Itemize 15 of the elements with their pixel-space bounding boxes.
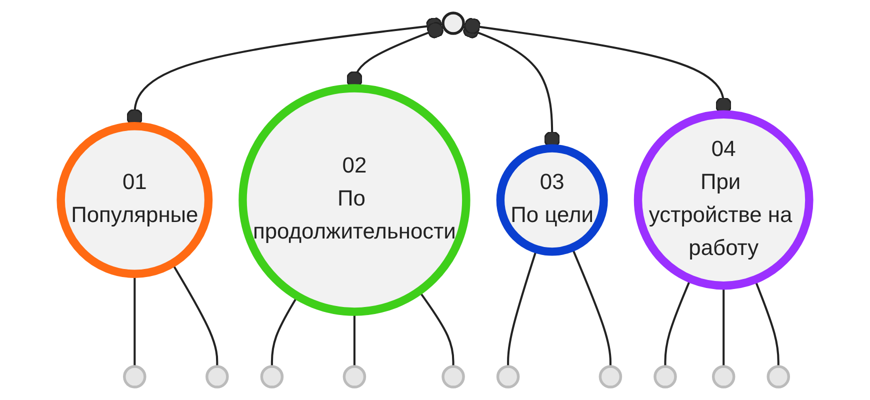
node-circle bbox=[442, 365, 465, 388]
node-circle bbox=[712, 365, 736, 388]
node-circle bbox=[260, 365, 284, 388]
node-circle bbox=[766, 365, 790, 388]
node-circle bbox=[496, 365, 520, 388]
node-circle bbox=[123, 365, 146, 388]
node-circle: 03 По цели bbox=[496, 144, 608, 256]
node-circle: 02 По продолжительности bbox=[238, 84, 470, 316]
node-circle bbox=[442, 12, 465, 35]
node-circle bbox=[206, 365, 229, 388]
node-circle: 04 При устройстве на работу bbox=[634, 110, 814, 290]
node-circle bbox=[342, 365, 366, 388]
node-circle bbox=[654, 365, 677, 388]
node-circle bbox=[598, 365, 622, 388]
node-circle: 01 Популярные bbox=[56, 122, 213, 278]
